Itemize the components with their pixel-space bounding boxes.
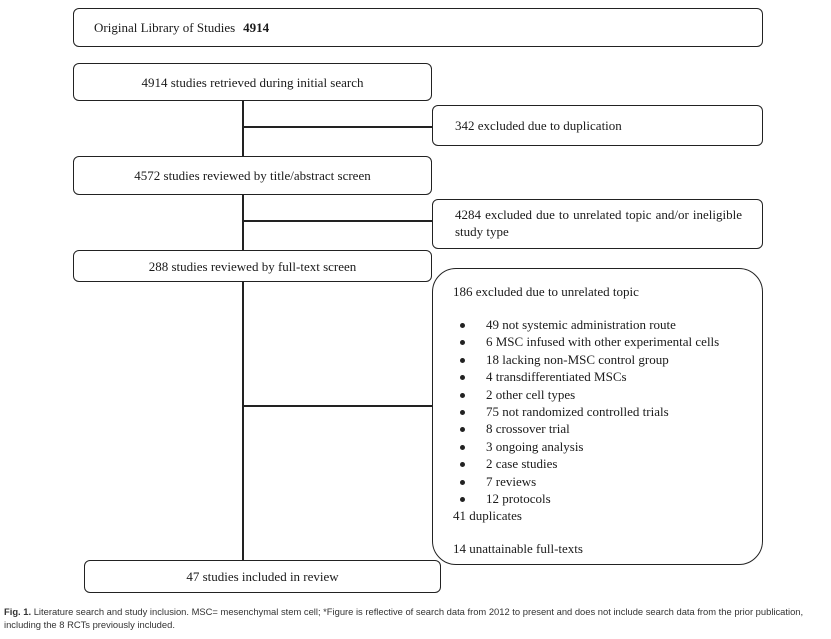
connector-retrieved-to-title xyxy=(242,101,244,156)
connector-title-to-fulltext xyxy=(242,195,244,250)
bullet-icon xyxy=(460,427,465,433)
unrelated-text: 4284 excluded due to unrelated topic and… xyxy=(455,207,742,239)
list-item-label: 49 not systemic administration route xyxy=(486,317,676,332)
list-item-label: 18 lacking non-MSC control group xyxy=(486,351,669,367)
list-item: 4 transdifferentiated MSCs xyxy=(453,368,752,385)
retrieved-box: 4914 studies retrieved during initial se… xyxy=(73,63,432,101)
list-item-label: 6 MSC infused with other experimental ce… xyxy=(486,334,720,350)
list-item-label: 7 reviews xyxy=(486,473,537,489)
unattainable-text: 14 unattainable full-texts xyxy=(453,541,583,557)
connector-fulltext-to-included xyxy=(242,282,244,560)
list-item: 6 MSC infused with other experimental ce… xyxy=(453,333,752,350)
excluded-reasons-box: 186 excluded due to unrelated topic 49 n… xyxy=(432,268,763,565)
excluded-list: 49 not systemic administration route 6 M… xyxy=(453,316,752,507)
bullet-icon xyxy=(460,496,465,502)
unrelated-box: 4284 excluded due to unrelated topic and… xyxy=(432,199,763,249)
excluded-title: 186 excluded due to unrelated topic xyxy=(453,284,639,299)
list-item: 2 case studies xyxy=(453,455,752,472)
connector-to-duplication xyxy=(242,126,432,128)
bullet-icon xyxy=(460,323,465,328)
list-item: 18 lacking non-MSC control group xyxy=(453,351,752,368)
list-item-label: 12 protocols xyxy=(486,490,551,506)
list-item-label: 75 not randomized controlled trials xyxy=(486,403,669,419)
included-box: 47 studies included in review xyxy=(84,560,441,593)
bullet-icon xyxy=(460,392,465,398)
figure-caption: Fig. 1. Literature search and study incl… xyxy=(4,605,826,631)
bullet-icon xyxy=(460,409,465,415)
list-item-label: 4 transdifferentiated MSCs xyxy=(486,369,627,385)
bullet-icon xyxy=(460,340,465,346)
duplication-text: 342 excluded due to duplication xyxy=(455,118,622,133)
bullet-icon xyxy=(460,462,465,468)
title-abstract-text: 4572 studies reviewed by title/abstract … xyxy=(134,168,371,183)
list-item: 7 reviews xyxy=(453,473,752,490)
duplicates-text: 41 duplicates xyxy=(453,508,522,524)
figure-label: Fig. 1. xyxy=(4,606,32,617)
library-count: 4914 xyxy=(243,20,270,35)
library-box: Original Library of Studies 4914 xyxy=(73,8,763,47)
list-item-label: 3 ongoing analysis xyxy=(486,438,584,454)
bullet-icon xyxy=(460,357,465,363)
list-item: 75 not randomized controlled trials xyxy=(453,403,752,420)
list-item: 2 other cell types xyxy=(453,386,752,403)
list-item: 8 crossover trial xyxy=(453,420,752,437)
caption-text: Literature search and study inclusion. M… xyxy=(4,606,804,630)
bullet-icon xyxy=(460,479,465,485)
list-item-label: 2 other cell types xyxy=(486,386,576,402)
bullet-icon xyxy=(460,444,465,450)
full-text-box: 288 studies reviewed by full-text screen xyxy=(73,250,432,282)
connector-to-unrelated xyxy=(242,220,432,222)
list-item: 3 ongoing analysis xyxy=(453,438,752,455)
connector-to-excluded-list xyxy=(242,405,432,407)
bullet-icon xyxy=(460,375,465,381)
library-label: Original Library of Studies xyxy=(94,20,236,35)
list-item-label: 2 case studies xyxy=(486,456,558,472)
duplication-box: 342 excluded due to duplication xyxy=(432,105,763,146)
title-abstract-box: 4572 studies reviewed by title/abstract … xyxy=(73,156,432,195)
included-text: 47 studies included in review xyxy=(186,569,339,584)
retrieved-text: 4914 studies retrieved during initial se… xyxy=(141,74,364,90)
list-item: 49 not systemic administration route xyxy=(453,316,752,333)
full-text-text: 288 studies reviewed by full-text screen xyxy=(148,258,357,274)
list-item: 12 protocols xyxy=(453,490,752,507)
list-item-label: 8 crossover trial xyxy=(486,421,570,437)
